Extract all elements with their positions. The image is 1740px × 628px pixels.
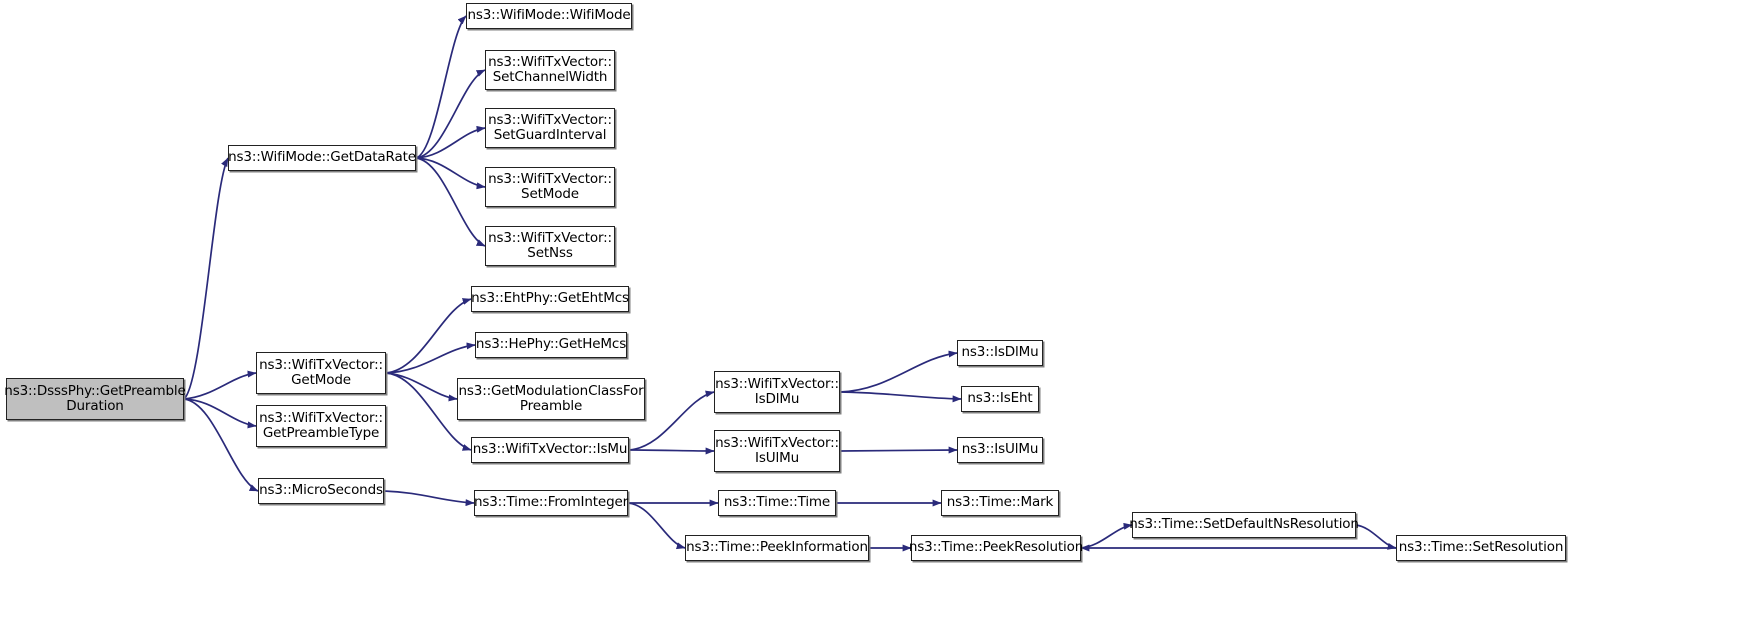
graph-edge xyxy=(628,447,715,455)
graph-node[interactable]: ns3::WifiTxVector:: GetPreambleType xyxy=(256,405,386,447)
graph-node[interactable]: ns3::Time::FromInteger xyxy=(474,490,628,516)
graph-node[interactable]: ns3::WifiTxVector:: SetNss xyxy=(485,226,615,266)
graph-edge xyxy=(415,69,486,159)
graph-edge xyxy=(1080,522,1133,549)
graph-node[interactable]: ns3::Time::SetResolution xyxy=(1396,535,1566,561)
graph-node[interactable]: ns3::WifiMode::WifiMode xyxy=(466,3,632,29)
graph-node[interactable]: ns3::WifiTxVector:: IsDlMu xyxy=(714,371,840,413)
graph-node[interactable]: ns3::Time::Time xyxy=(718,490,836,516)
graph-edge xyxy=(1355,524,1397,550)
graph-edge xyxy=(183,157,229,400)
graph-node[interactable]: ns3::EhtPhy::GetEhtMcs xyxy=(471,286,629,312)
graph-edge xyxy=(385,298,472,374)
graph-edge xyxy=(415,125,486,159)
graph-node[interactable]: ns3::IsUlMu xyxy=(957,437,1043,463)
graph-edge xyxy=(385,342,476,374)
graph-node-current[interactable]: ns3::DsssPhy::GetPreamble Duration xyxy=(4,378,186,420)
graph-edge xyxy=(415,15,467,159)
graph-edge xyxy=(183,398,259,492)
graph-node[interactable]: ns3::Time::Mark xyxy=(941,490,1059,516)
graph-edge xyxy=(627,502,686,550)
graph-node[interactable]: ns3::WifiTxVector:: IsUlMu xyxy=(714,430,840,472)
graph-node[interactable]: ns3::WifiMode::GetDataRate xyxy=(228,145,416,171)
graph-node[interactable]: ns3::MicroSeconds xyxy=(258,478,384,504)
graph-edge xyxy=(839,391,962,403)
graph-edge xyxy=(385,372,458,402)
graph-edge xyxy=(415,157,486,247)
graph-node[interactable]: ns3::Time::SetDefaultNsResolution xyxy=(1129,512,1359,538)
graph-edge xyxy=(839,446,958,454)
graph-node[interactable]: ns3::HePhy::GetHeMcs xyxy=(475,332,627,358)
graph-edge xyxy=(183,370,257,400)
graph-node[interactable]: ns3::IsDlMu xyxy=(957,340,1043,366)
graph-node[interactable]: ns3::WifiTxVector:: SetMode xyxy=(485,167,615,207)
graph-node[interactable]: ns3::IsEht xyxy=(961,386,1039,412)
graph-node[interactable]: ns3::GetModulationClassFor Preamble xyxy=(457,378,645,420)
graph-node[interactable]: ns3::Time::PeekInformation xyxy=(685,535,869,561)
graph-edge xyxy=(383,490,475,507)
graph-edge xyxy=(183,398,257,429)
graph-node[interactable]: ns3::WifiTxVector:: SetChannelWidth xyxy=(485,50,615,90)
graph-edge xyxy=(839,350,958,393)
graph-node[interactable]: ns3::WifiTxVector:: GetMode xyxy=(256,352,386,394)
graph-node[interactable]: ns3::WifiTxVector:: SetGuardInterval xyxy=(485,108,615,148)
graph-edge xyxy=(415,157,486,190)
graph-node[interactable]: ns3::WifiTxVector::IsMu xyxy=(471,437,629,463)
graph-node[interactable]: ns3::Time::PeekResolution xyxy=(909,535,1083,561)
